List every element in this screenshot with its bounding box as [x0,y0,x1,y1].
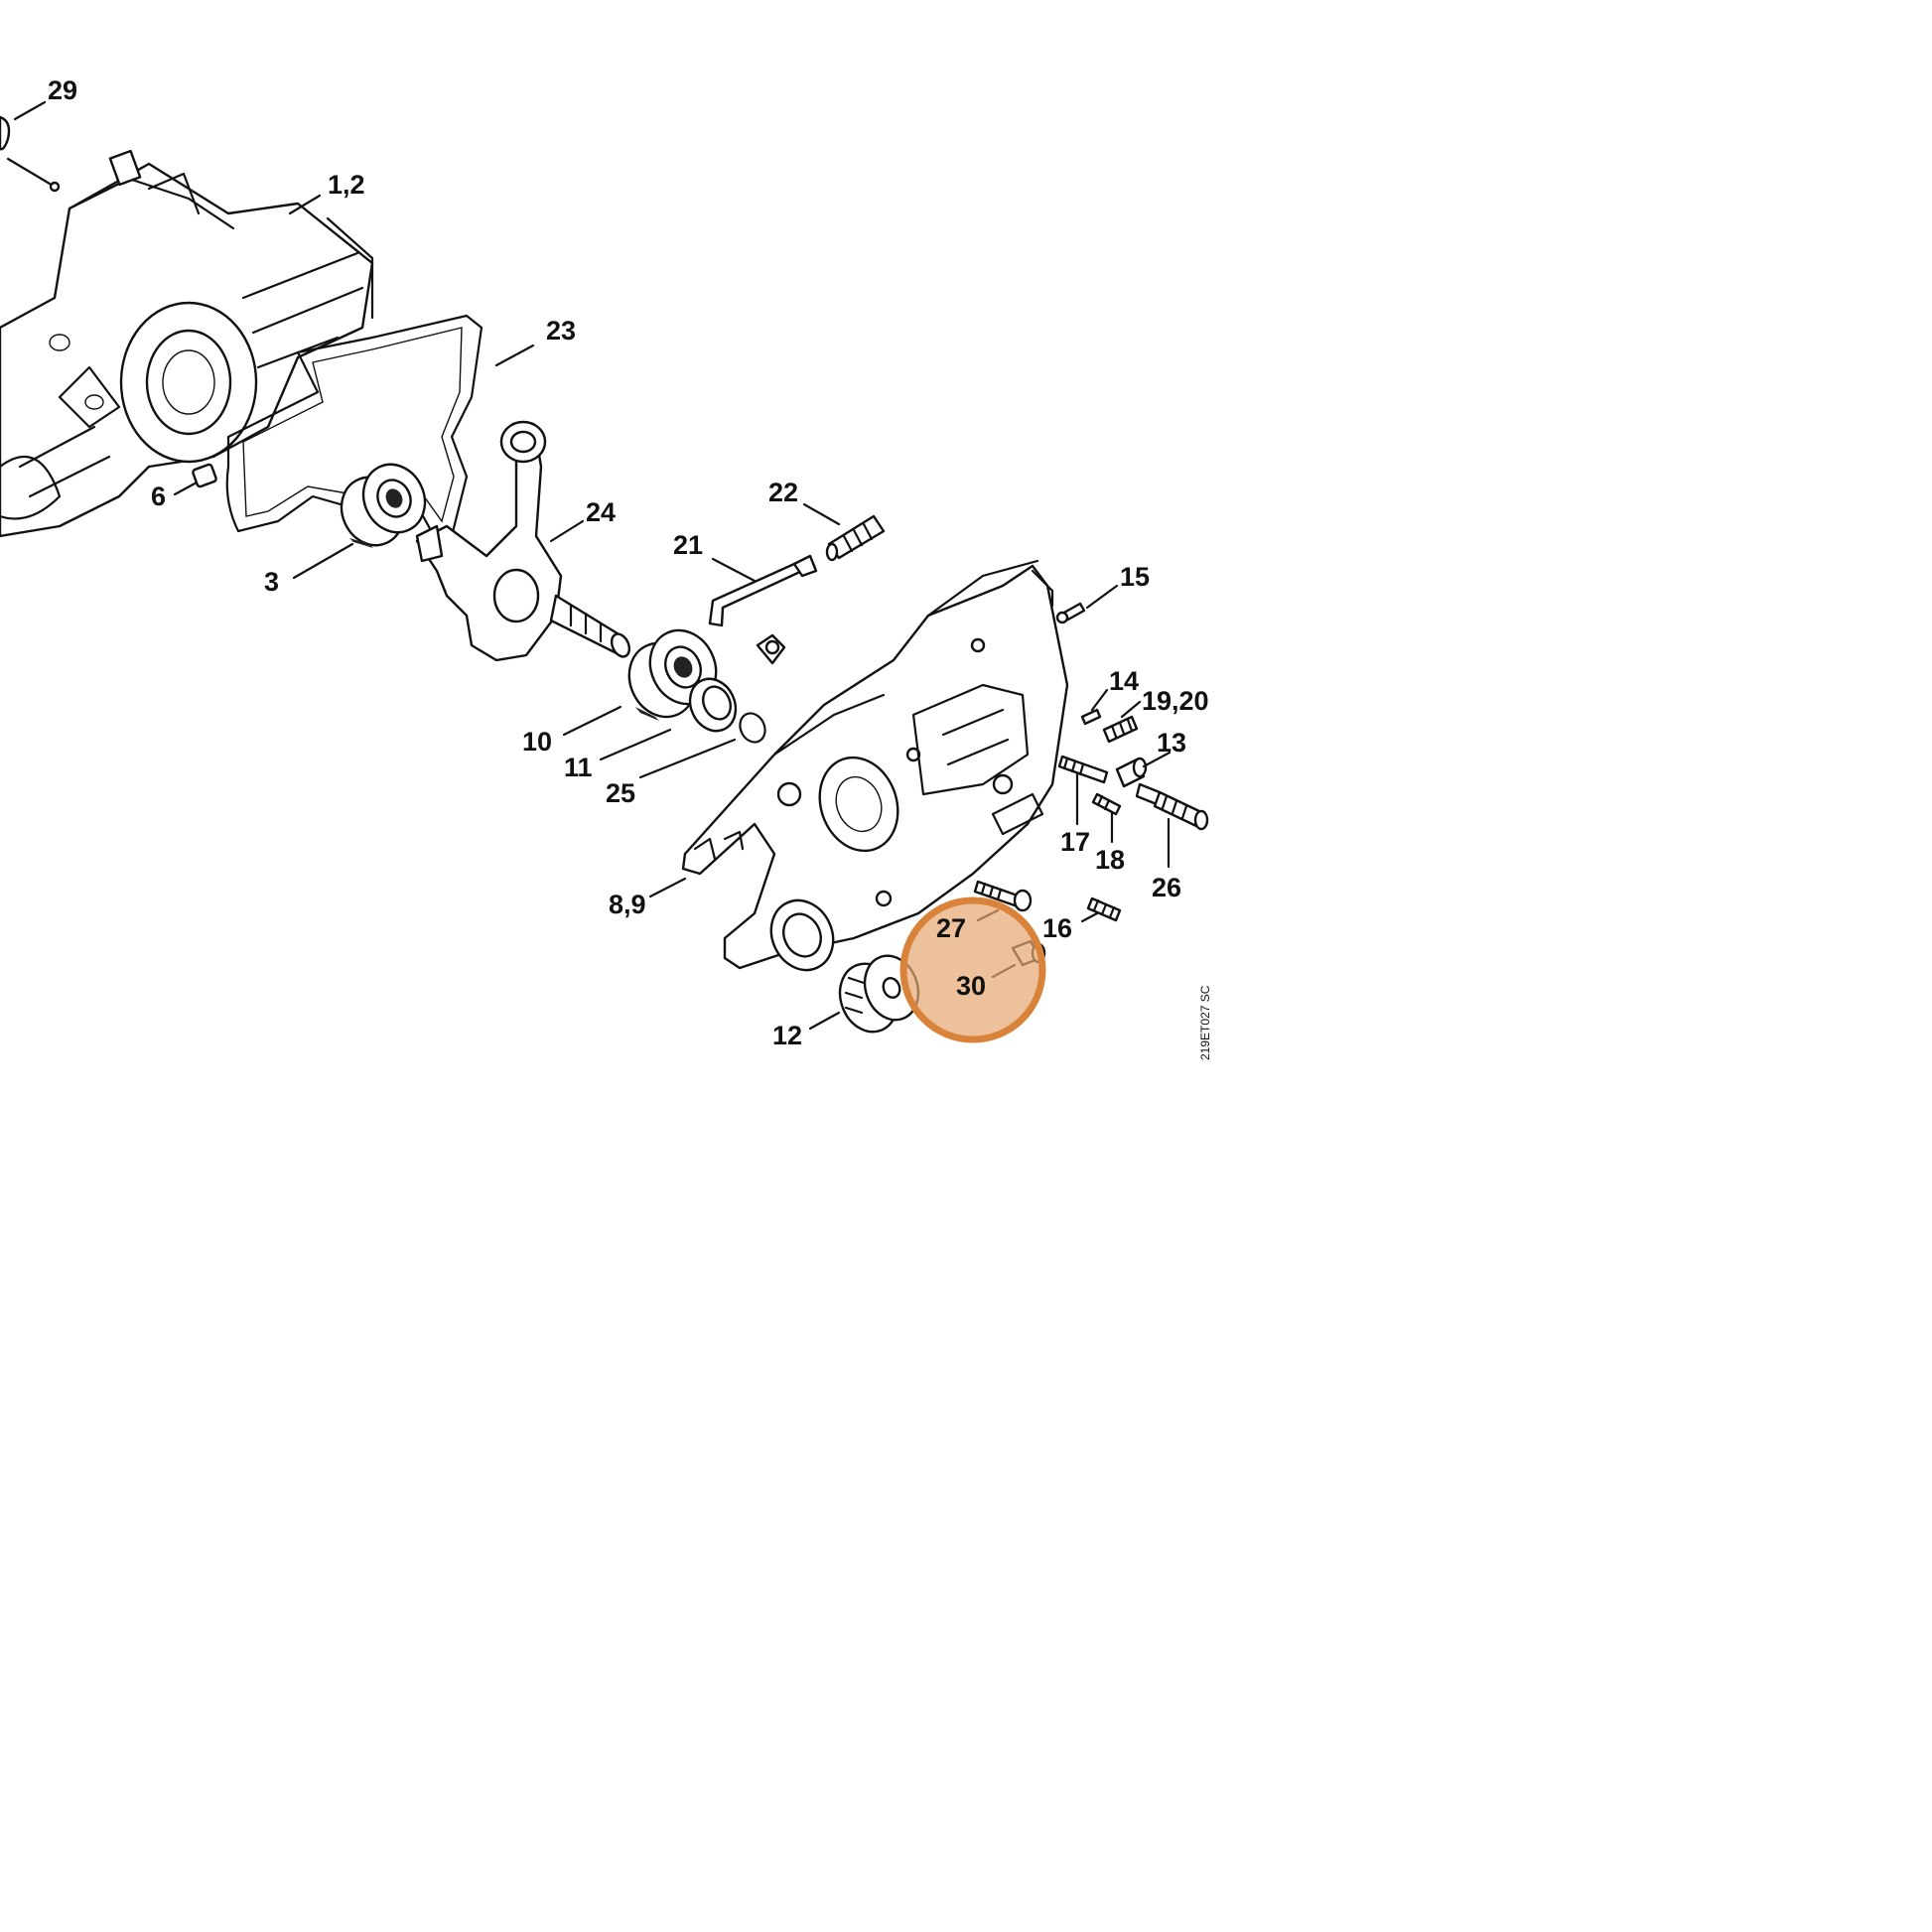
callout-23: 23 [546,316,576,345]
part-12-bushing [838,954,920,1034]
part-24-crankshaft [415,420,631,662]
part-21-l-rod [708,554,818,665]
part-23-gasket [225,314,483,543]
highlight-circle [899,897,1046,1043]
callout-17: 17 [1060,827,1090,857]
callout-15: 15 [1120,562,1150,592]
part-22-screw [825,514,886,562]
part-13-nut [1115,757,1148,788]
part-16-stud [1086,897,1122,922]
callout-19-20: 19,20 [1142,686,1209,716]
crankcase-right-half [681,559,1069,972]
callout-1-2: 1,2 [328,170,365,200]
part-29 [0,115,61,193]
callout-11: 11 [564,753,593,782]
callout-3: 3 [264,567,279,597]
part-10-bearing [627,628,718,721]
crankcase-left-half [0,149,374,538]
part-11-seal [688,677,738,733]
part-26-bar-stud [1135,782,1209,831]
callout-25: 25 [606,778,635,808]
callout-18: 18 [1095,845,1125,875]
callout-30: 30 [956,971,986,1001]
part-18-stud [1091,792,1122,816]
part-19-20-stud [1102,715,1139,744]
part-14-screw [1080,708,1102,726]
callout-6: 6 [151,482,166,511]
part-27-screw [973,880,1033,912]
callout-24: 24 [586,497,616,527]
callout-26: 26 [1152,873,1181,902]
part-3-bearing [340,463,427,548]
part-17-stud [1057,755,1109,784]
drawing-code: 219ET027 SC [1198,985,1212,1060]
callout-16: 16 [1042,913,1072,943]
callout-14: 14 [1109,666,1139,696]
part-15-screw [1055,602,1086,624]
callout-10: 10 [522,727,552,757]
callout-21: 21 [673,530,703,560]
part-6-dowel [192,463,217,488]
callout-22: 22 [768,478,798,507]
callout-27: 27 [936,913,966,943]
callout-13: 13 [1157,728,1186,758]
part-25-circlip [739,712,766,744]
callout-12: 12 [772,1021,802,1050]
callout-29: 29 [48,75,77,105]
callout-labels: 29 1,2 23 6 3 24 22 21 15 14 19,20 13 10… [48,75,1209,1050]
callout-8-9: 8,9 [609,890,646,919]
